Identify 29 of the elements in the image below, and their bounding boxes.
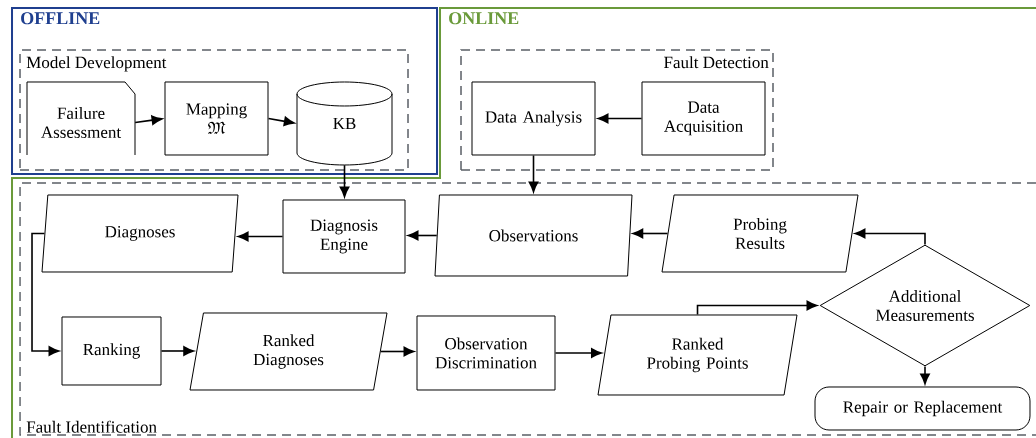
arrow — [854, 228, 926, 246]
data-parallelogram: Probing Results — [661, 194, 859, 273]
arrow — [134, 115, 163, 125]
data-parallelogram: Ranked Diagnoses — [189, 312, 388, 391]
terminal-box: Repair or Replacement — [814, 386, 1031, 431]
data-parallelogram: Ranked Probing Points — [597, 314, 798, 396]
data-parallelogram: Diagnoses — [41, 194, 239, 273]
process-box: Mapping $\mathfrak{M}$ — [164, 81, 269, 156]
arrow — [407, 230, 438, 241]
arrow — [237, 231, 284, 242]
arrow — [528, 154, 539, 193]
arrow — [339, 164, 350, 198]
data-parallelogram: Observations — [434, 194, 633, 277]
arrow — [920, 365, 930, 385]
arrow — [31, 232, 60, 356]
process-box: Data Analysis — [471, 81, 596, 156]
arrow — [597, 113, 643, 124]
arrow — [380, 346, 415, 357]
process-box: Observation Discrimination — [416, 315, 556, 391]
process-box: Ranking — [61, 316, 162, 386]
arrow — [632, 228, 669, 239]
node-label: KB — [333, 117, 356, 130]
arrow — [696, 300, 818, 316]
arrow — [160, 346, 195, 356]
arrow — [554, 348, 602, 358]
process-box: Diagnosis Engine — [282, 199, 406, 274]
process-box: Data Acquisition — [641, 81, 766, 156]
arrow — [267, 116, 295, 127]
database-cylinder: KB — [296, 81, 393, 166]
